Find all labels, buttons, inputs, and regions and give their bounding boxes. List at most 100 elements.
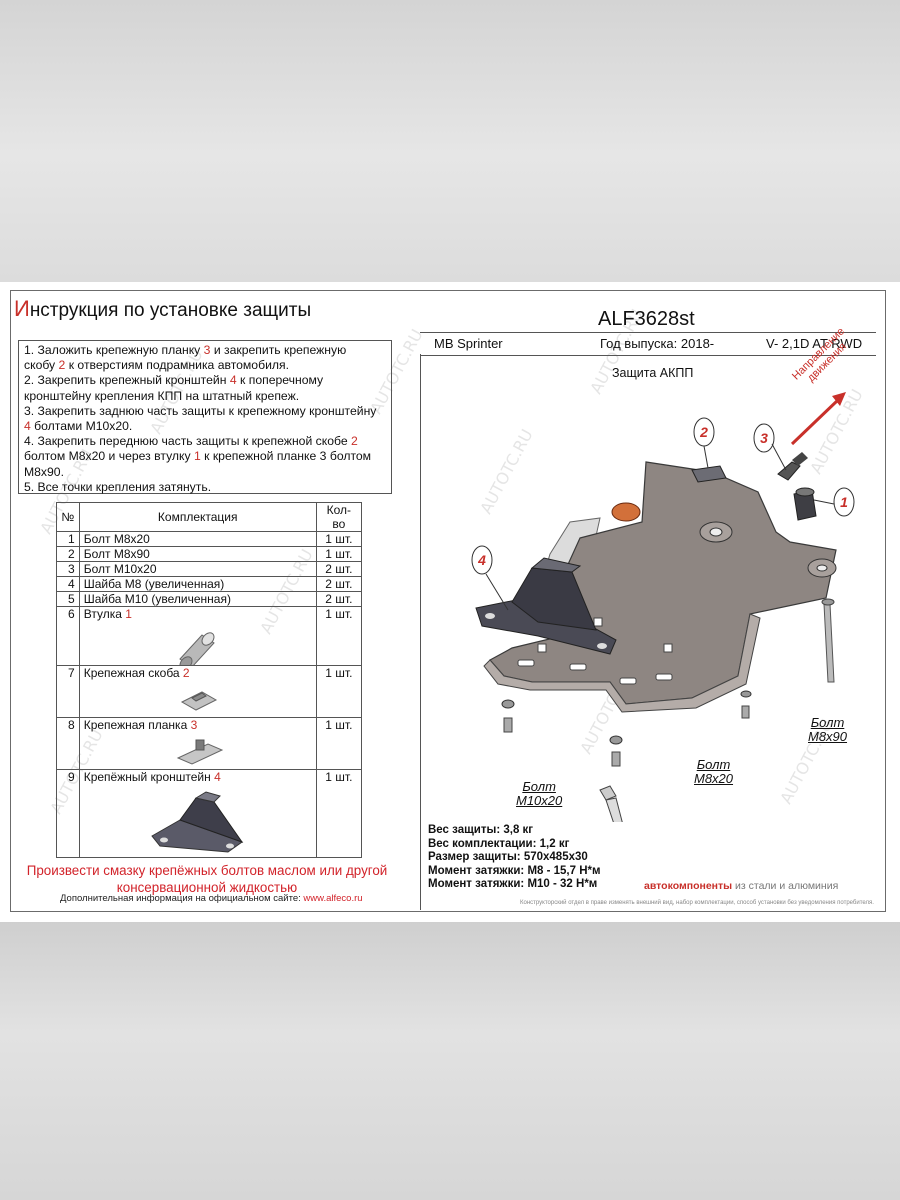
direction-arrowhead-icon bbox=[832, 392, 846, 406]
step-text: болтом M8x20 и через втулку bbox=[24, 449, 194, 464]
fine-print: Конструкторский отдел в праве изменять в… bbox=[520, 900, 874, 906]
kit-part-ref: 4 bbox=[214, 770, 221, 784]
step-part-ref: 4 bbox=[229, 373, 237, 388]
kit-header-row: № Комплектация Кол-во bbox=[56, 502, 363, 532]
kit-part-ref: 1 bbox=[125, 607, 132, 621]
kit-no: 9 bbox=[56, 769, 80, 858]
step-text: 3. Закрепить заднюю часть защиты к крепе… bbox=[24, 403, 377, 418]
mounting-bracket-icon bbox=[150, 791, 244, 853]
callout-bolt-word: Болт bbox=[696, 757, 731, 772]
table-row: 1 Болт M8x20 1 шт. bbox=[56, 531, 363, 547]
kit-no: 2 bbox=[56, 546, 80, 562]
step-text: кронштейну крепления КПП на штатный креп… bbox=[24, 388, 300, 403]
table-row: 5 Шайба M10 (увеличенная) 2 шт. bbox=[56, 591, 363, 607]
callout-1: 1 bbox=[833, 487, 855, 517]
spec-value: M10 - 32 Н*м bbox=[527, 878, 598, 891]
kit-header-no: № bbox=[56, 502, 80, 532]
kit-no: 7 bbox=[56, 665, 80, 718]
protection-specs: Вес защиты: 3,8 кг Вес комплектации: 1,2 … bbox=[428, 824, 601, 892]
kit-name: Болт M10x20 bbox=[78, 561, 317, 577]
step-part-ref: 3 bbox=[203, 343, 211, 357]
spec-value: M8 - 15,7 Н*м bbox=[527, 864, 601, 877]
spec-line: Вес комплектации: 1,2 кг bbox=[428, 838, 601, 852]
kit-qty: 1 шт. bbox=[315, 665, 363, 718]
callout-bolt-m8x90: Болт M8x90 bbox=[808, 716, 847, 744]
kit-name-text: Шайба M8 (увеличенная) bbox=[83, 577, 225, 591]
spec-value: 3,8 кг bbox=[503, 824, 534, 836]
callout-bolt-size: M8x90 bbox=[808, 729, 848, 744]
callout-bolt-size: M8x20 bbox=[694, 771, 734, 786]
sheet-frame bbox=[10, 290, 886, 912]
step-text: к крепежной планке 3 болтом bbox=[200, 449, 372, 464]
direction-arrow-icon bbox=[790, 398, 840, 446]
step-text: 4. Закрепить переднюю часть защиты к кре… bbox=[24, 434, 351, 449]
step-part-ref: 4 bbox=[24, 419, 31, 434]
kit-name-text: Болт M8x90 bbox=[83, 547, 150, 561]
site-link[interactable]: www.alfeco.ru bbox=[303, 893, 363, 904]
step-text: к поперечному bbox=[236, 373, 324, 388]
page-title: Инструкция по установке защиты bbox=[14, 296, 311, 322]
diagram-panel bbox=[420, 354, 876, 910]
kit-header-name: Комплектация bbox=[78, 502, 317, 532]
sleeve-icon bbox=[178, 632, 215, 665]
kit-no: 8 bbox=[56, 717, 80, 770]
kit-name-text: Крепежная планка bbox=[83, 718, 191, 732]
kit-name-text: Втулка bbox=[83, 607, 126, 621]
svg-text:2: 2 bbox=[699, 424, 708, 440]
site-info-text: Дополнительная информация на официальном… bbox=[60, 893, 304, 904]
callout-bolt-word: Болт bbox=[810, 715, 845, 730]
kit-name-text: Болт M8x20 bbox=[83, 532, 150, 546]
kit-no: 6 bbox=[56, 606, 80, 666]
instruction-sheet: AUTOTC.RU AUTOTC.RU AUTOTC.RU AUTOTC.RU … bbox=[0, 282, 900, 922]
title-initial: И bbox=[14, 296, 30, 321]
callout-3: 3 bbox=[753, 423, 775, 453]
table-row: 4 Шайба M8 (увеличенная) 2 шт. bbox=[56, 576, 363, 592]
step-line: болтом M8x20 и через втулку 1 к крепежно… bbox=[24, 449, 386, 464]
kit-no: 5 bbox=[56, 591, 80, 607]
step-line: кронштейну крепления КПП на штатный креп… bbox=[24, 389, 386, 404]
site-info: Дополнительная информация на официальном… bbox=[60, 893, 363, 904]
kit-name: Болт M8x90 bbox=[78, 546, 317, 562]
svg-text:3: 3 bbox=[760, 430, 768, 446]
kit-name: Шайба M10 (увеличенная) bbox=[78, 591, 317, 607]
kit-qty: 2 шт. bbox=[315, 576, 363, 592]
background-top bbox=[0, 0, 900, 282]
vehicle-year: Год выпуска: 2018- bbox=[600, 336, 715, 351]
spec-label: Момент затяжки: bbox=[428, 864, 528, 877]
title-text: нструкция по установке защиты bbox=[29, 300, 312, 321]
kit-qty: 1 шт. bbox=[315, 546, 363, 562]
lubrication-warning: Произвести смазку крепёжных болтов масло… bbox=[14, 862, 400, 896]
table-row: 3 Болт M10x20 2 шт. bbox=[56, 561, 363, 577]
background-bottom bbox=[0, 922, 900, 1200]
protection-type: Защита АКПП bbox=[612, 366, 694, 380]
kit-name-text: Болт M10x20 bbox=[83, 562, 157, 576]
spec-value: 570x485x30 bbox=[523, 851, 588, 864]
step-part-ref: 2 bbox=[351, 434, 358, 449]
step-text: 1. Заложить крепежную планку bbox=[24, 343, 204, 357]
table-row: 9 Крепёжный кронштейн 4 1 шт. bbox=[56, 769, 363, 858]
step-text: к отверстиям подрамника автомобиля. bbox=[65, 358, 289, 373]
spec-line: Момент затяжки: M8 - 15,7 Н*м bbox=[428, 865, 601, 879]
installation-steps: 1. Заложить крепежную планку 3 и закрепи… bbox=[18, 340, 392, 494]
callout-bolt-size: M10x20 bbox=[516, 793, 563, 808]
table-row: 7 Крепежная скоба 2 1 шт. bbox=[56, 665, 363, 718]
step-text: 2. Закрепить крепежный кронштейн bbox=[24, 373, 230, 388]
kit-header-qty: Кол-во bbox=[315, 502, 363, 532]
kit-qty: 1 шт. bbox=[315, 769, 363, 858]
spec-value: 1,2 кг bbox=[539, 837, 570, 850]
callout-bolt-m10x20: Болт M10x20 bbox=[516, 780, 562, 808]
kit-name: Болт M8x20 bbox=[78, 531, 317, 547]
callout-4: 4 bbox=[471, 545, 493, 575]
kit-name: Шайба M8 (увеличенная) bbox=[78, 576, 317, 592]
kit-qty: 1 шт. bbox=[315, 531, 363, 547]
brand-main: автокомпоненты bbox=[644, 880, 733, 892]
callout-bolt-word: Болт bbox=[522, 779, 556, 794]
spec-label: Вес защиты: bbox=[428, 824, 504, 836]
step-line: 5. Все точки крепления затянуть. bbox=[24, 480, 386, 495]
step-text: M8x90. bbox=[24, 464, 64, 479]
bracket-clip-icon bbox=[180, 691, 217, 711]
step-text: 5. Все точки крепления затянуть. bbox=[24, 479, 212, 494]
spec-label: Момент затяжки: bbox=[428, 878, 528, 891]
callout-2: 2 bbox=[693, 417, 715, 447]
spec-line: Момент затяжки: M10 - 32 Н*м bbox=[428, 878, 601, 892]
